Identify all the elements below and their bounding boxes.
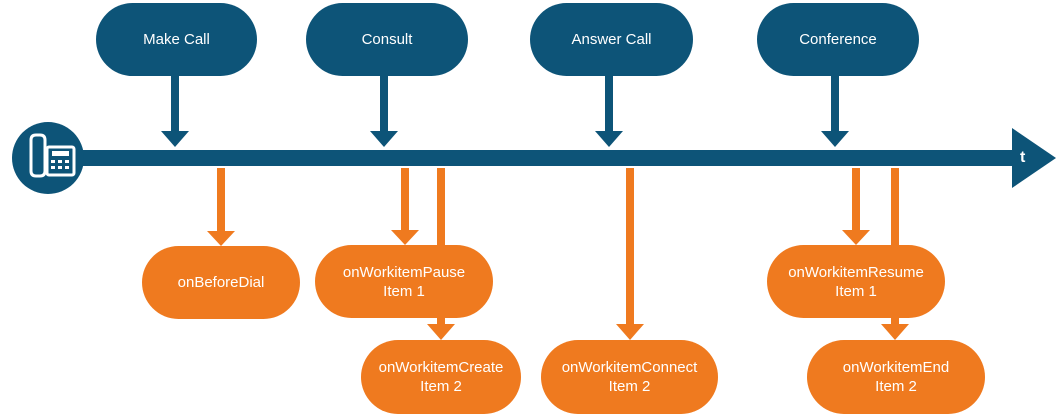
event-arrow-pause-shaft: [401, 168, 409, 230]
action-consult-label: Consult: [361, 31, 413, 48]
action-arrow-conference-shaft: [831, 76, 839, 131]
action-arrow-answer-call-shaft: [605, 76, 613, 131]
action-answer-call-label: Answer Call: [571, 31, 652, 48]
action-arrows: [161, 76, 849, 147]
action-make-call: Make Call: [96, 3, 257, 76]
event-on-before-dial: onBeforeDial: [142, 246, 300, 319]
action-conference-label: Conference: [799, 31, 877, 48]
action-arrow-consult-head: [370, 131, 398, 147]
action-arrow-conference-head: [821, 131, 849, 147]
event-on-workitem-resume: onWorkitemResume Item 1: [767, 245, 945, 318]
timeline-axis-label: t: [1020, 149, 1026, 166]
event-on-workitem-pause-line2: Item 1: [383, 282, 425, 300]
event-on-workitem-pause: onWorkitemPause Item 1: [315, 245, 493, 318]
action-arrow-consult-shaft: [380, 76, 388, 131]
action-arrow-make-call-head: [161, 131, 189, 147]
event-on-workitem-end-line1: onWorkitemEnd: [842, 359, 950, 376]
event-on-workitem-end-line2: Item 2: [875, 378, 917, 395]
desk-phone-icon: [12, 122, 84, 194]
event-arrow-connect-shaft: [626, 168, 634, 324]
action-arrow-answer-call-head: [595, 131, 623, 147]
timeline-arrowhead: [1012, 128, 1056, 188]
event-arrow-before-dial-shaft: [217, 168, 225, 231]
event-on-workitem-create-line1: onWorkitemCreate: [378, 359, 504, 376]
event-arrow-connect-head: [616, 324, 644, 340]
event-arrow-resume-head: [842, 230, 870, 245]
event-on-workitem-connect-line1: onWorkitemConnect: [561, 359, 698, 376]
action-answer-call: Answer Call: [530, 3, 693, 76]
event-on-workitem-connect: onWorkitemConnect Item 2: [541, 340, 718, 414]
event-on-workitem-resume-line1: onWorkitemResume: [788, 263, 924, 281]
event-on-workitem-resume-line2: Item 1: [835, 282, 877, 300]
action-arrow-make-call-shaft: [171, 76, 179, 131]
action-conference: Conference: [757, 3, 919, 76]
event-on-before-dial-line1: onBeforeDial: [177, 274, 265, 291]
event-on-workitem-pause-line1: onWorkitemPause: [342, 263, 466, 281]
action-make-call-label: Make Call: [143, 31, 210, 48]
event-arrow-resume-shaft: [852, 168, 860, 230]
timeline-bar: [70, 150, 1020, 166]
event-arrow-pause-head: [391, 230, 419, 245]
event-on-workitem-connect-line2: Item 2: [608, 378, 651, 395]
event-arrow-before-dial-head: [207, 231, 235, 246]
event-arrow-end-head: [881, 324, 909, 340]
event-on-workitem-create: onWorkitemCreate Item 2: [361, 340, 521, 414]
event-on-workitem-end: onWorkitemEnd Item 2: [807, 340, 985, 414]
event-on-workitem-create-line2: Item 2: [420, 378, 462, 395]
event-arrow-create-head: [427, 324, 455, 340]
action-consult: Consult: [306, 3, 468, 76]
